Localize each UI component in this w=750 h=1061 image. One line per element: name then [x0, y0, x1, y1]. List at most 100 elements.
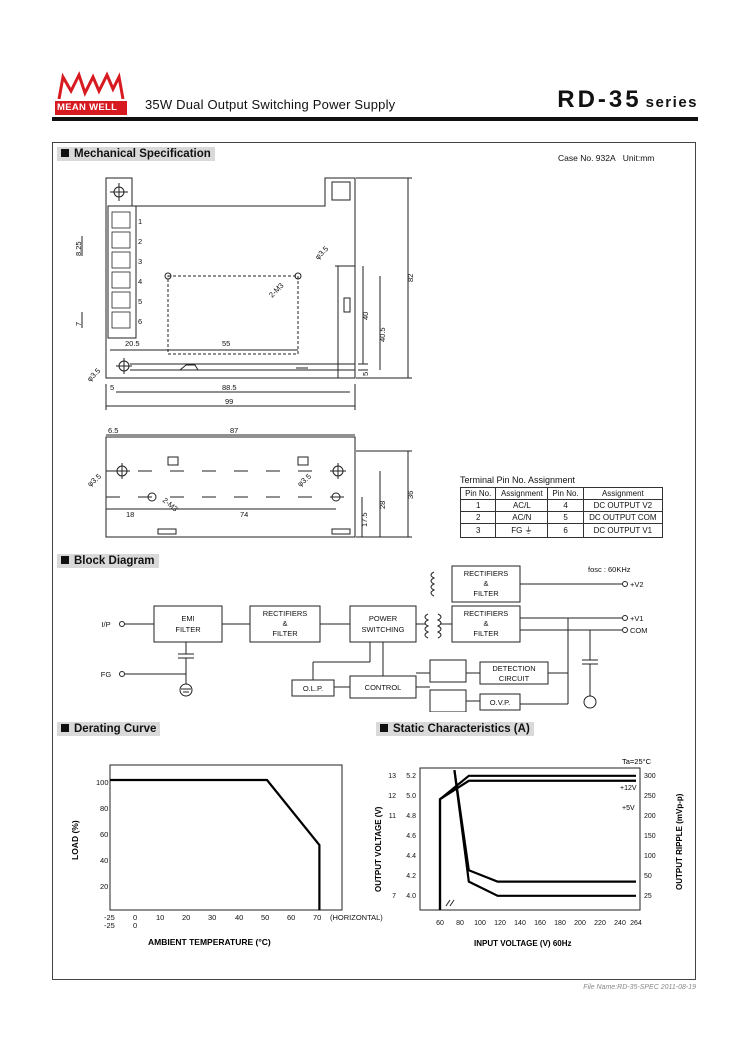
table-header: Pin No. — [459, 487, 497, 500]
derating-ytick-60: 60 — [100, 830, 108, 839]
detection-line1: DETECTION — [492, 664, 535, 673]
detection-line2: CIRCUIT — [499, 674, 530, 683]
heading-marker — [61, 149, 69, 157]
static-ta: Ta=25°C — [622, 757, 652, 766]
fg-label: FG — [101, 670, 112, 679]
static-xt-60: 60 — [436, 920, 444, 927]
model-code: RD-35 — [557, 86, 642, 113]
derating-xnote: (HORIZONTAL) — [330, 913, 383, 922]
static-xt-80: 80 — [456, 920, 464, 927]
derating-xtick-60: 60 — [287, 913, 295, 922]
terminal-pin-table: Pin No. Assignment Pin No. Assignment 1 … — [459, 487, 664, 538]
static-xt-100: 100 — [474, 920, 486, 927]
table-cell: 1 — [459, 499, 497, 512]
rectv2-line1: RECTIFIERS — [464, 569, 509, 578]
table-cell: 6 — [547, 523, 584, 538]
block-diagram: fosc : 60KHz I/P FG EMI FILTER RECTIFIER… — [101, 565, 648, 712]
rectv1-line3: FILTER — [473, 629, 499, 638]
table-header: Assignment — [495, 487, 549, 500]
side-dim-18: 18 — [126, 510, 134, 519]
static-xt-140: 140 — [514, 920, 526, 927]
derating-xtick-50: 50 — [261, 913, 269, 922]
static-ylb-5.0: 5.0 — [406, 793, 416, 800]
dim-5: 5 — [110, 383, 114, 392]
static-xt-240: 240 — [614, 920, 626, 927]
dim-40-5: 40.5 — [378, 327, 387, 342]
static-xt-220: 220 — [594, 920, 606, 927]
derating-ytick-80: 80 — [100, 804, 108, 813]
derating-ytick-100: 100 — [96, 778, 109, 787]
rectv2-line3: FILTER — [473, 589, 499, 598]
table-header: Assignment — [582, 487, 664, 500]
derating-xtick-30: 30 — [208, 913, 216, 922]
side-dim-phi-b: φ3.5 — [296, 472, 314, 489]
table-row: 1 AC/L 4 DC OUTPUT V2 — [459, 499, 664, 512]
term-num-2: 2 — [138, 237, 142, 246]
static-series-line-2 — [438, 779, 636, 910]
side-dim-87: 87 — [230, 426, 238, 435]
derating-xtick2--25: -25 — [104, 921, 115, 930]
rectv1-line1: RECTIFIERS — [464, 609, 509, 618]
terminal-table-caption: Terminal Pin No. Assignment — [460, 475, 576, 485]
static-yl-7: 7 — [392, 893, 396, 900]
static-xt-200: 200 — [574, 920, 586, 927]
derating-xtick-10: 10 — [156, 913, 164, 922]
static-yl-12: 12 — [388, 793, 396, 800]
rect1-line1: RECTIFIERS — [263, 609, 308, 618]
static-ylb-4.6: 4.6 — [406, 833, 416, 840]
derating-xtick-20: 20 — [182, 913, 190, 922]
unit-label: Unit:mm — [622, 153, 655, 163]
power-line2: SWITCHING — [362, 625, 405, 634]
static-ylb-4.2: 4.2 — [406, 873, 416, 880]
heading-marker — [380, 724, 388, 732]
derating-chart: 100 80 60 40 20 -25 0 10 20 30 40 50 60 … — [70, 764, 383, 947]
static-ylabel-right: OUTPUT RIPPLE (mVp-p) — [675, 793, 684, 890]
table-cell: 5 — [547, 511, 584, 524]
ovp-label: O.V.P. — [490, 698, 510, 707]
table-row: 2 AC/N 5 DC OUTPUT COM — [459, 511, 664, 524]
derating-xtick-70: 70 — [313, 913, 321, 922]
derating-ytick-40: 40 — [100, 856, 108, 865]
mechanical-heading-text: Mechanical Specification — [74, 148, 211, 160]
header-rule — [52, 117, 698, 121]
static-series-line-4 — [453, 769, 636, 897]
side-dim-6-5: 6.5 — [108, 426, 118, 435]
static-yr-25: 25 — [644, 893, 652, 900]
power-line1: POWER — [369, 614, 398, 623]
emi-line2: FILTER — [175, 625, 201, 634]
static-ylb-4.0: 4.0 — [406, 893, 416, 900]
block-diagram-heading: Block Diagram — [57, 554, 159, 568]
control-label: CONTROL — [365, 683, 402, 692]
static-yr-250: 250 — [644, 793, 656, 800]
derating-heading: Derating Curve — [57, 722, 161, 736]
static-ylabel-left: OUTPUT VOLTAGE (V) — [374, 806, 383, 892]
side-dim-28: 28 — [378, 501, 387, 509]
dim-55: 55 — [222, 339, 230, 348]
block-heading-text: Block Diagram — [74, 555, 155, 567]
static-ylb-4.8: 4.8 — [406, 813, 416, 820]
dim-2-m3: 2-M3 — [267, 281, 285, 299]
table-cell: AC/L — [495, 499, 549, 512]
static-ylb-4.4: 4.4 — [406, 853, 416, 860]
static-series-line-1 — [438, 774, 636, 910]
static-yr-50: 50 — [644, 873, 652, 880]
dim-99: 99 — [225, 397, 233, 406]
side-dim-74: 74 — [240, 510, 248, 519]
static-yl-13: 13 — [388, 773, 396, 780]
term-num-1: 1 — [138, 217, 142, 226]
table-cell: AC/N — [495, 511, 549, 524]
dim-88-5: 88.5 — [222, 383, 237, 392]
dim-8-25: 8.25 — [74, 241, 83, 256]
static-xt-120: 120 — [494, 920, 506, 927]
footer-filename: File Name:RD-35-SPEC 2011-08-19 — [583, 984, 696, 991]
fosc-label: fosc : 60KHz — [588, 565, 631, 574]
table-cell: FG ⏚ — [495, 523, 549, 538]
olp-label: O.L.P. — [303, 684, 323, 693]
dim-40: 40 — [361, 312, 370, 320]
mechanical-top-drawing: 1 2 3 4 5 6 8.25 7 20.5 55 2-M3 φ3.5 φ3.… — [74, 177, 415, 410]
derating-ylabel: LOAD (%) — [70, 820, 80, 860]
table-header: Pin No. — [547, 487, 584, 500]
heading-marker — [61, 556, 69, 564]
static-heading: Static Characteristics (A) — [376, 722, 534, 736]
